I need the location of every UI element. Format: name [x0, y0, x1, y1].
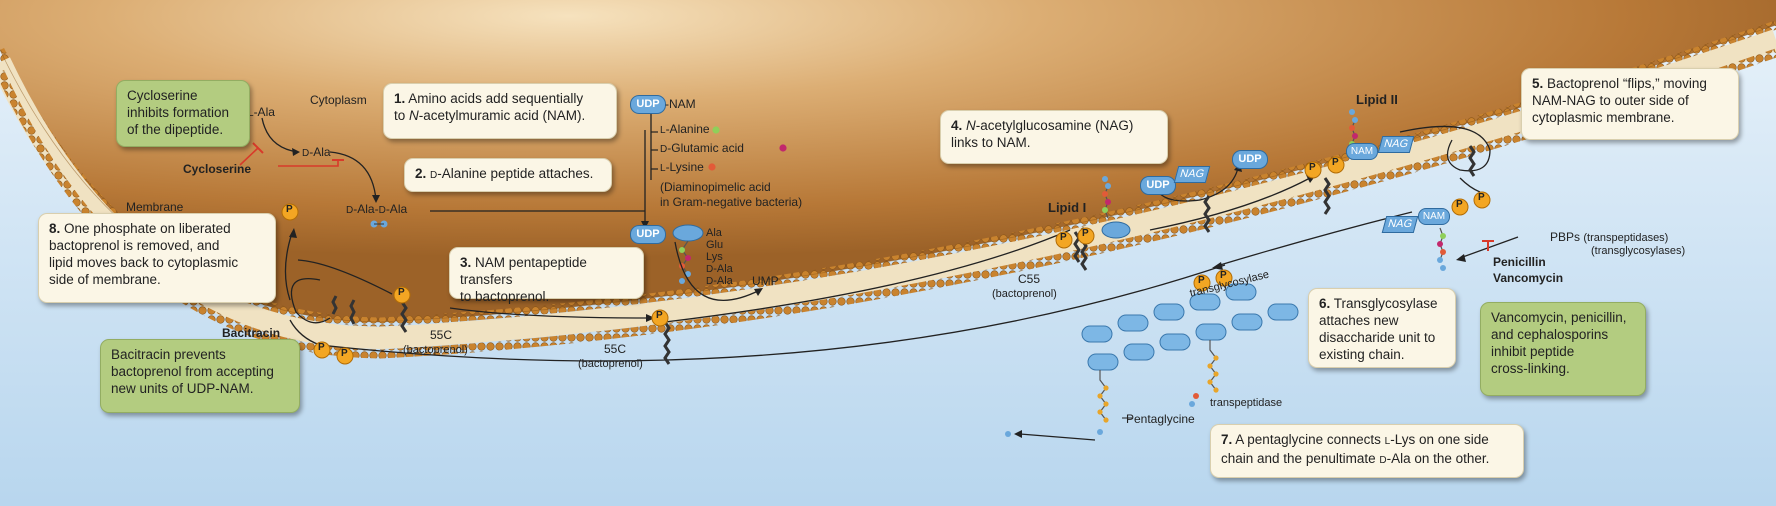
phosphate-label: P	[286, 204, 293, 215]
phosphate-label: P	[656, 310, 663, 321]
udp-pill: UDP	[1140, 176, 1176, 195]
step-1-box: 1. Amino acids add sequentially to N-ace…	[383, 83, 617, 139]
vancomycin-box: Vancomycin, penicillin,and cephalosporin…	[1480, 302, 1646, 396]
l-ala-label: L-Ala	[248, 105, 275, 119]
step-4-box: 4. N-acetylglucosamine (NAG)links to NAM…	[940, 110, 1168, 164]
bactoprenol-label: (bactoprenol)	[992, 288, 1057, 300]
phosphate-label: P	[398, 287, 405, 298]
cytoplasm-region	[0, 0, 1776, 322]
udp-pill: UDP	[1232, 150, 1268, 169]
vancomycin-label: Vancomycin	[1493, 271, 1564, 285]
udp-pill: UDP	[630, 95, 666, 114]
step-2-box: 2. D-Alanine peptide attaches.	[404, 158, 612, 192]
pentaglycine-label: Pentaglycine	[1126, 412, 1195, 426]
phosphate-label: P	[1060, 232, 1067, 243]
phosphate-label: P	[1309, 162, 1316, 173]
lipid-ii-label: Lipid II	[1356, 92, 1398, 107]
alanine-dot	[712, 126, 720, 134]
phosphate-label: P	[1332, 157, 1339, 168]
d-ala-label: D-Ala	[302, 145, 331, 159]
phosphate-label: P	[1478, 192, 1485, 203]
alanine-label: L-Alanine	[660, 122, 710, 136]
cycloserine-label: Cycloserine	[183, 162, 252, 176]
c55-label: C55	[1018, 272, 1041, 286]
nag-block: NAG	[1377, 136, 1415, 153]
membrane-label: Membrane	[126, 200, 184, 214]
nag-block: NAG	[1173, 166, 1211, 183]
phosphate-groups	[281, 156, 1491, 365]
phosphate-label: P	[1082, 228, 1089, 239]
pep-ala-label: Ala	[706, 227, 722, 239]
transglycosylases-label: (transglycosylases)	[1591, 245, 1686, 257]
udp-nam-suffix: -NAM	[665, 97, 696, 111]
pep-lys-label: Lys	[706, 251, 723, 263]
c55-lower-label: 55C	[604, 342, 627, 356]
pep-dala-label: D-Ala	[706, 275, 733, 287]
lipid-i-label: Lipid I	[1048, 200, 1087, 215]
transpeptidase-label: transpeptidase	[1210, 397, 1283, 409]
dap-label: (Diaminopimelic acid	[660, 180, 771, 194]
glutamic-dot	[779, 144, 787, 152]
phosphate-label: P	[318, 342, 325, 353]
cycloserine-inhibit-line-2	[239, 147, 259, 166]
d-ala-d-ala-label: D-Ala-D-Ala	[346, 202, 408, 216]
bactoprenol-label: (bactoprenol)	[403, 344, 468, 356]
pep-dala-label: D-Ala	[706, 263, 733, 275]
nam-pill: NAM	[1346, 143, 1378, 160]
lysine-label: L-Lysine	[660, 160, 704, 174]
udp-pill: UDP	[630, 225, 666, 244]
lysine-dot	[708, 163, 716, 171]
nam-pill: NAM	[1418, 208, 1450, 225]
bacitracin-label: Bacitracin	[222, 326, 281, 340]
dap-label: in Gram-negative bacteria)	[660, 195, 803, 209]
bactoprenol-label: (bactoprenol)	[578, 358, 643, 370]
cycloserine-inhibit-line-1	[278, 160, 339, 167]
ump-label: UMP	[752, 274, 779, 288]
c55-lower-label: 55C	[430, 328, 453, 342]
nag-block: NAG	[1381, 216, 1419, 233]
step-7-box: 7. A pentaglycine connects L-Lys on one …	[1210, 424, 1524, 478]
pep-glu-label: Glu	[706, 239, 724, 251]
phosphate-label: P	[1220, 270, 1227, 281]
phosphate-label: P	[341, 348, 348, 359]
penicillin-label: Penicillin	[1493, 255, 1546, 269]
phosphate-label: P	[1456, 199, 1463, 210]
pbps-label: PBPs (transpeptidases)	[1550, 230, 1669, 244]
phosphate-label: P	[1198, 275, 1205, 286]
glutamic-label: D-Glutamic acid	[660, 141, 744, 155]
cytoplasm-label: Cytoplasm	[310, 93, 367, 107]
